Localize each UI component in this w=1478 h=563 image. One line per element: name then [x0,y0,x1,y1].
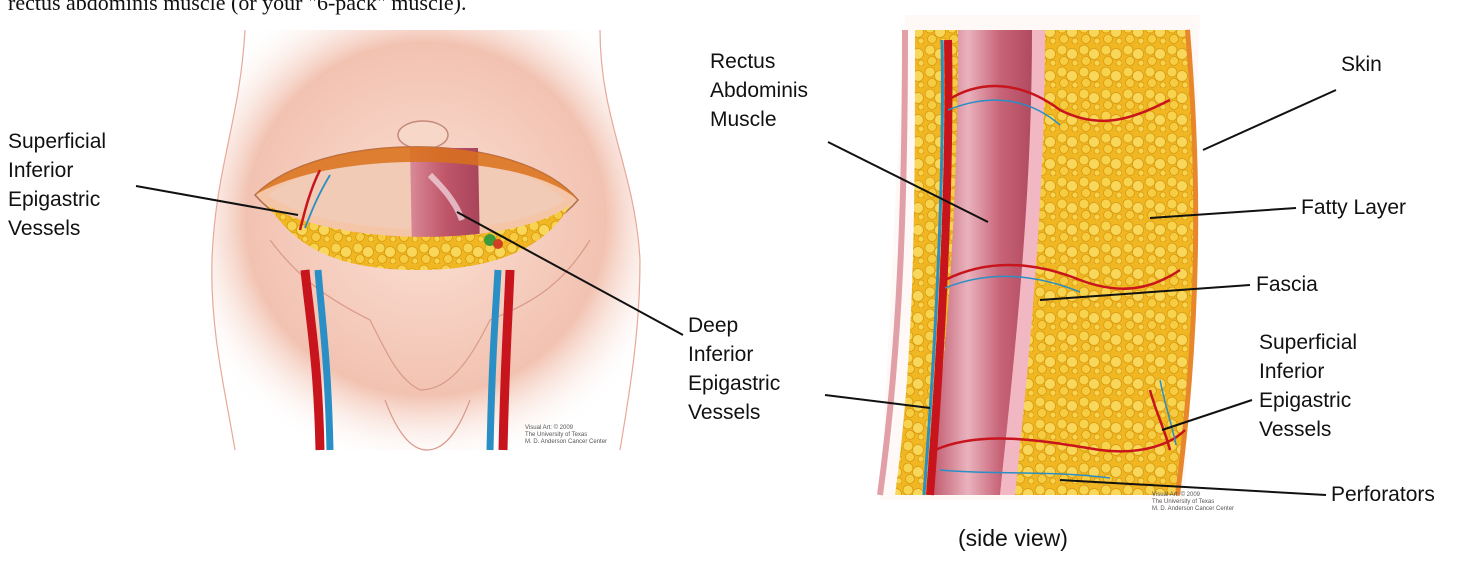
front-view-torso [212,30,640,450]
label-skin: Skin [1341,50,1382,79]
label-fatty-layer: Fatty Layer [1301,193,1406,222]
label-perforators: Perforators [1331,480,1435,509]
front-view-credit: Visual Art: © 2009 The University of Tex… [525,425,607,446]
label-superficial-vessels-front: Superficial Inferior Epigastric Vessels [8,127,106,243]
label-deep-vessels: Deep Inferior Epigastric Vessels [688,311,780,427]
side-view-credit: Visual Art: © 2009 The University of Tex… [1152,492,1234,513]
side-view-caption: (side view) [958,525,1068,552]
side-view-section [880,15,1200,500]
leader-line-skin [1203,90,1336,150]
label-superficial-vessels-side: Superficial Inferior Epigastric Vessels [1259,328,1357,444]
label-fascia: Fascia [1256,270,1318,299]
label-rectus-abdominis: Rectus Abdominis Muscle [710,47,808,134]
